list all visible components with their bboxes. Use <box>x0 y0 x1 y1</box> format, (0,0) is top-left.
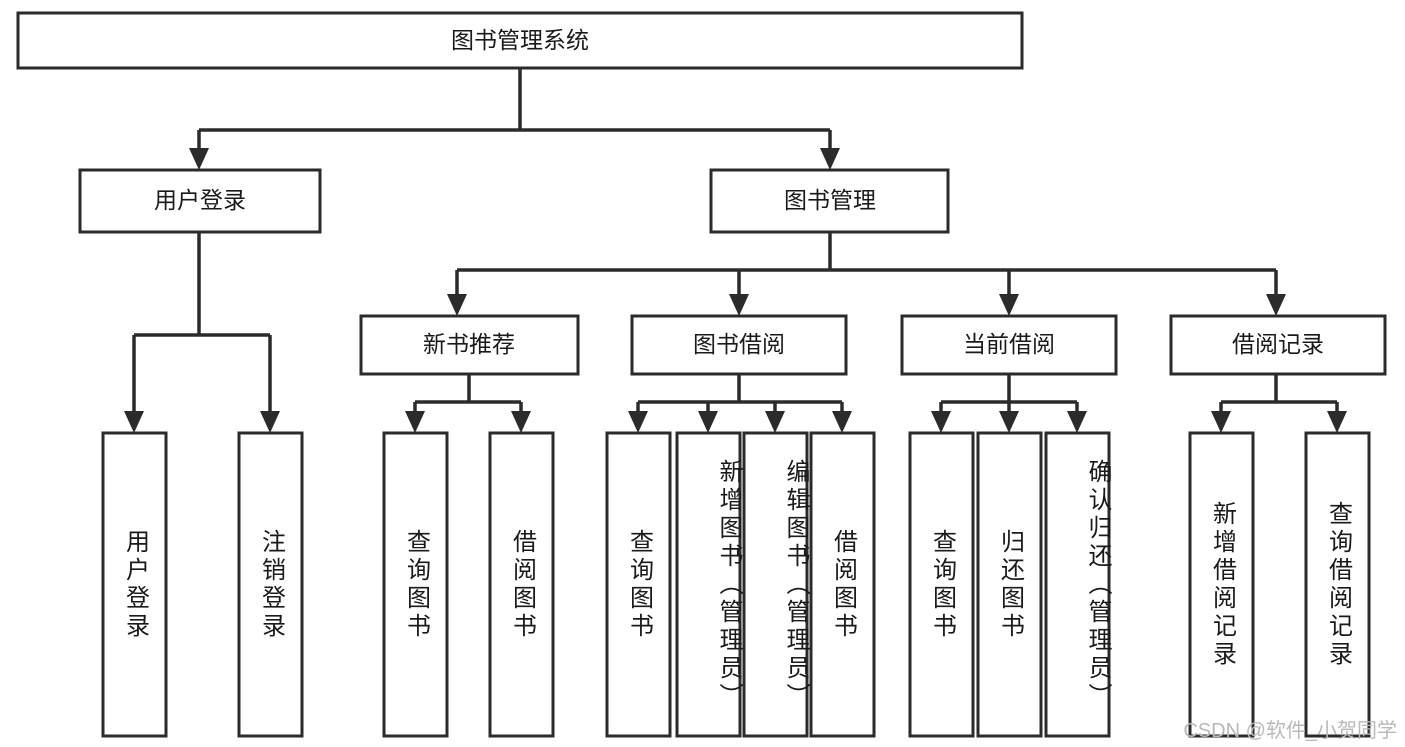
arrow-br-c1-icon <box>1211 411 1231 433</box>
arrow-cb-c2-icon <box>999 411 1019 433</box>
node-borrow-record-label: 借阅记录 <box>1232 331 1324 357</box>
node-leaf-confirm-return[interactable] <box>1044 431 1111 738</box>
node-leaf-user-login[interactable] <box>101 431 168 738</box>
node-user-login[interactable] <box>78 168 322 234</box>
node-leaf-logout-login[interactable] <box>237 431 304 738</box>
node-leaf-borrow-book-2-label: 借阅图书 <box>829 528 857 641</box>
node-leaf-query-book-3-label: 查询图书 <box>928 528 956 641</box>
node-leaf-query-record-label: 查询借阅记录 <box>1324 500 1352 669</box>
node-leaf-confirm-return-label: 确认归还（管理员） <box>1084 458 1111 711</box>
arrow-bb-c1-icon <box>628 411 648 433</box>
arrow-root-to-user-login-icon <box>189 148 209 170</box>
node-leaf-borrow-book-1-label: 借阅图书 <box>508 528 536 641</box>
node-new-book-recommend[interactable] <box>359 314 580 376</box>
node-leaf-query-book-2[interactable] <box>605 431 672 738</box>
connector-group-book-manage <box>447 232 1286 316</box>
node-leaf-logout-login-label: 注销登录 <box>257 528 285 641</box>
node-leaf-edit-book[interactable] <box>742 431 809 738</box>
connector-group-borrow-record <box>1211 374 1347 433</box>
arrow-bb-c4-icon <box>832 411 852 433</box>
arrow-bm-c1-icon <box>447 294 467 316</box>
arrow-root-to-book-manage-icon <box>820 148 840 170</box>
connector-group-new-book-recommend <box>405 374 531 433</box>
node-leaf-return-book[interactable] <box>976 431 1043 738</box>
connector-group-user-login <box>124 232 280 433</box>
node-leaf-user-login-label: 用户登录 <box>121 528 149 641</box>
watermark-text: CSDN @软件_小贺同学 <box>1183 720 1397 742</box>
node-book-manage-label: 图书管理 <box>784 187 876 213</box>
node-leaf-borrow-book-1[interactable] <box>488 431 555 738</box>
arrow-bb-c2-icon <box>698 411 718 433</box>
connector-group-root <box>189 68 840 170</box>
arrow-bb-c3-icon <box>765 411 785 433</box>
arrow-cb-c3-icon <box>1067 411 1087 433</box>
node-user-login-label: 用户登录 <box>154 187 246 213</box>
node-leaf-borrow-book-2[interactable] <box>809 431 876 738</box>
node-leaf-query-book-1-label: 查询图书 <box>402 528 430 641</box>
node-leaf-query-record[interactable] <box>1304 431 1371 738</box>
node-root-label: 图书管理系统 <box>451 27 589 53</box>
node-borrow-record[interactable] <box>1169 314 1387 376</box>
node-book-borrow-label: 图书借阅 <box>693 331 785 357</box>
node-book-borrow[interactable] <box>630 314 848 376</box>
arrow-nbr-c1-icon <box>405 411 425 433</box>
connector-group-current-borrow <box>931 374 1087 433</box>
node-root[interactable] <box>16 11 1024 70</box>
arrow-bm-c4-icon <box>1266 294 1286 316</box>
arrow-bm-c3-icon <box>999 294 1019 316</box>
node-current-borrow[interactable] <box>900 314 1118 376</box>
node-leaf-query-book-3[interactable] <box>908 431 975 738</box>
arrow-br-c2-icon <box>1327 411 1347 433</box>
node-leaf-edit-book-label: 编辑图书（管理员） <box>782 458 809 711</box>
arrow-nbr-c2-icon <box>511 411 531 433</box>
arrow-cb-c1-icon <box>931 411 951 433</box>
arrow-user-login-c2-icon <box>260 411 280 433</box>
node-leaf-add-book[interactable] <box>675 431 742 738</box>
node-leaf-return-book-label: 归还图书 <box>996 528 1024 641</box>
node-leaf-add-book-label: 新增图书（管理员） <box>715 458 742 711</box>
arrow-bm-c2-icon <box>729 294 749 316</box>
node-leaf-query-book-2-label: 查询图书 <box>625 528 653 641</box>
node-book-manage[interactable] <box>709 168 950 234</box>
node-leaf-add-record[interactable] <box>1188 431 1255 738</box>
node-leaf-add-record-label: 新增借阅记录 <box>1208 500 1236 669</box>
node-new-book-recommend-label: 新书推荐 <box>423 331 515 357</box>
node-current-borrow-label: 当前借阅 <box>963 331 1055 357</box>
arrow-user-login-c1-icon <box>124 411 144 433</box>
node-leaf-query-book-1[interactable] <box>382 431 449 738</box>
connector-group-book-borrow <box>628 374 852 433</box>
